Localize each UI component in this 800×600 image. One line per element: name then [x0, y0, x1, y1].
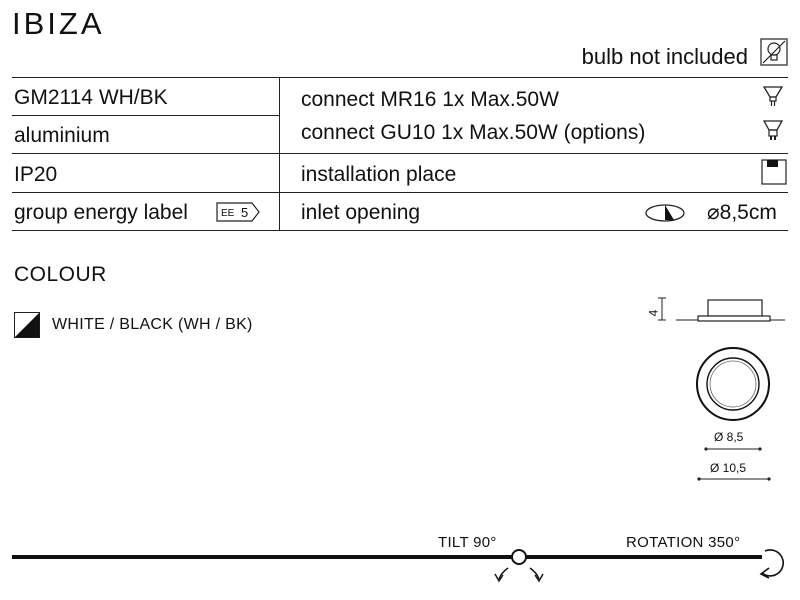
- gu10-spec: connect GU10 1x Max.50W (options): [301, 121, 646, 144]
- outer-diameter-label: Ø 10,5: [710, 461, 747, 475]
- inlet-opening-value: ⌀8,5cm: [707, 201, 777, 224]
- white-black-swatch: [14, 312, 40, 338]
- table-row-divider: [12, 192, 788, 193]
- mr16-bulb-icon: [763, 86, 783, 106]
- energy-class-value: 5: [241, 205, 248, 220]
- ip-rating: IP20: [14, 163, 58, 186]
- product-title: IBIZA: [12, 6, 105, 41]
- colour-heading: COLOUR: [14, 263, 107, 286]
- inlet-opening-icon: [645, 204, 685, 222]
- energy-badge-label: EE: [221, 208, 235, 219]
- outer-diameter-line: [697, 477, 771, 481]
- front-view-drawing: [696, 347, 770, 421]
- rotation-label: ROTATION 350°: [626, 534, 741, 551]
- inner-diameter-label: Ø 8,5: [714, 430, 744, 444]
- colour-option-label: WHITE / BLACK (WH / BK): [52, 316, 253, 333]
- table-bottom-border: [12, 230, 788, 231]
- material: aluminium: [14, 124, 110, 147]
- gu10-bulb-icon: [763, 120, 783, 140]
- installation-place-icon: [761, 159, 787, 185]
- energy-label-text: group energy label: [14, 201, 188, 224]
- no-bulb-icon: [760, 38, 788, 66]
- bulb-not-included-text: bulb not included: [581, 44, 748, 69]
- energy-label-badge: EE 5: [216, 202, 260, 222]
- table-column-divider: [279, 77, 280, 231]
- inner-diameter-line: [704, 447, 762, 451]
- inlet-opening-label: inlet opening: [301, 201, 421, 224]
- mr16-spec: connect MR16 1x Max.50W: [301, 88, 559, 111]
- tilt-rotation-diagram: [12, 549, 784, 583]
- product-code: GM2114 WH/BK: [14, 86, 168, 109]
- table-top-border: [12, 77, 788, 78]
- side-profile-drawing: [658, 297, 785, 322]
- height-dimension: 4: [646, 309, 661, 317]
- table-row-divider: [12, 115, 280, 116]
- installation-place-label: installation place: [301, 163, 457, 186]
- tilt-label: TILT 90°: [438, 534, 497, 551]
- table-row-divider: [12, 153, 788, 154]
